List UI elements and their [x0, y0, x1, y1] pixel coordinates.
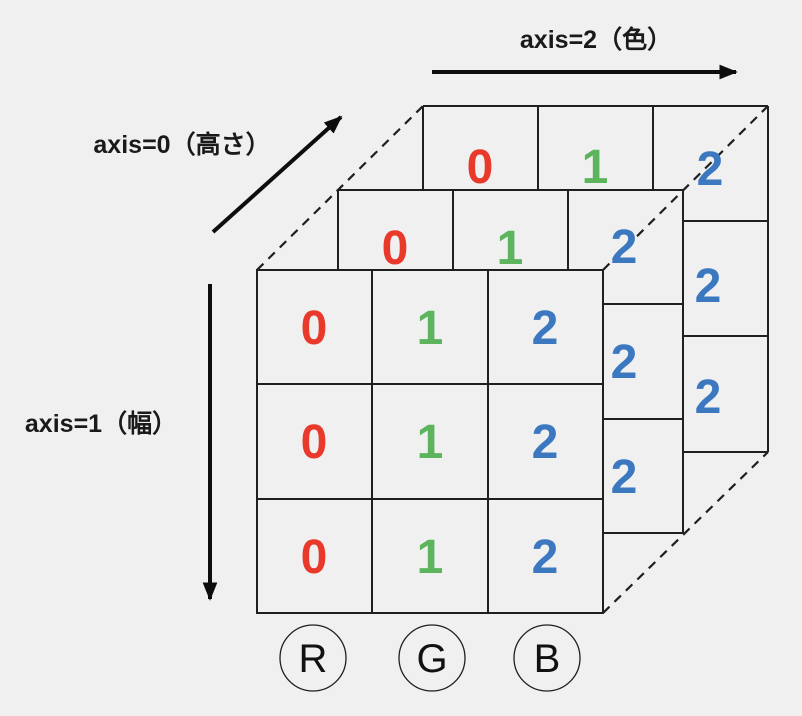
front-cell-r0c1: 1 — [417, 302, 444, 355]
channel-circles: R G B — [279, 624, 581, 692]
front-cell-r1c2: 2 — [532, 416, 559, 469]
axis0-arrow — [211, 115, 343, 234]
front-cell-r2c2: 2 — [532, 531, 559, 584]
axis-arrows — [202, 64, 738, 601]
channel-letter-r: R — [299, 637, 328, 681]
front-cell-r2c0: 0 — [301, 531, 328, 584]
back-layer-lines — [422, 105, 769, 453]
axis0-label: axis=0（高さ） — [93, 130, 270, 159]
middle-right-cell-1: 2 — [611, 336, 638, 389]
depth-edges-dashed-lines — [256, 105, 769, 614]
middle-layer-top-row: 0 1 2 — [382, 221, 638, 275]
back-layer-right-column: 2 2 — [695, 260, 722, 424]
middle-right-cell-2: 2 — [611, 451, 638, 504]
back-right-cell-2: 2 — [695, 371, 722, 424]
axis1-label: axis=1（幅） — [25, 409, 177, 438]
back-cell-2: 2 — [697, 143, 724, 196]
middle-layer-lines — [337, 189, 684, 534]
back-right-cell-1: 2 — [695, 260, 722, 313]
middle-cell-2: 2 — [611, 221, 638, 274]
channel-letter-b: B — [534, 637, 561, 681]
channel-circle-g — [398, 624, 466, 692]
back-layer-top-row: 0 1 2 — [467, 141, 724, 196]
middle-cell-0: 0 — [382, 222, 409, 275]
front-cell-r0c0: 0 — [301, 302, 328, 355]
back-cell-1: 1 — [582, 141, 609, 194]
channel-letter-g: G — [416, 637, 447, 681]
front-cell-r1c0: 0 — [301, 416, 328, 469]
front-grid-cells: 0 1 2 0 1 2 0 1 2 — [301, 302, 559, 584]
channel-circle-r — [279, 624, 347, 692]
middle-layer-right-column: 2 2 — [611, 336, 638, 504]
back-cell-0: 0 — [467, 141, 494, 194]
front-grid-lines — [256, 269, 604, 614]
front-cell-r2c1: 1 — [417, 531, 444, 584]
middle-cell-1: 1 — [497, 222, 524, 275]
channel-circle-b — [513, 624, 581, 692]
front-cell-r1c1: 1 — [417, 416, 444, 469]
front-cell-r0c2: 2 — [532, 302, 559, 355]
axis2-label: axis=2（色） — [520, 25, 672, 54]
